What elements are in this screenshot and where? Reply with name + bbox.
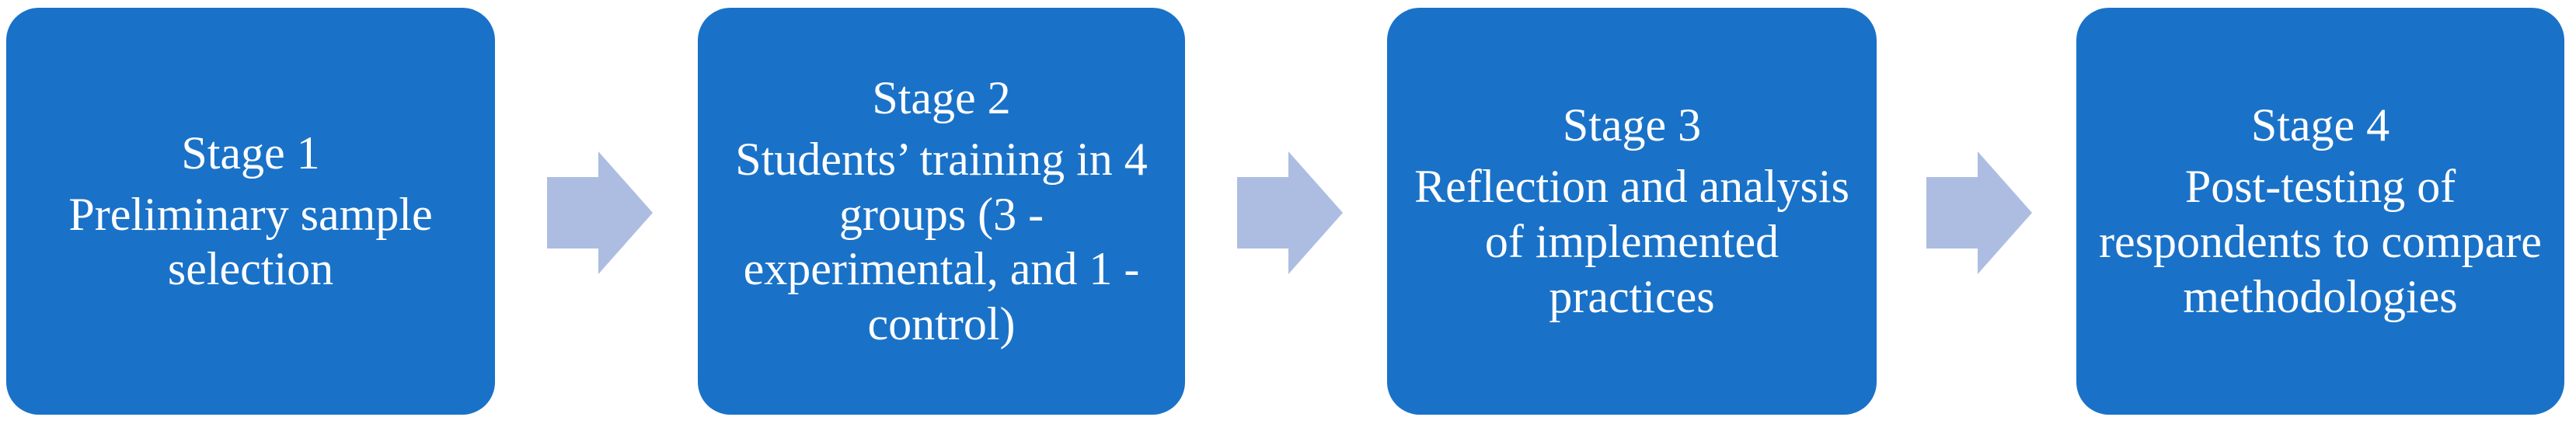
stage-2-description: Students’ training in 4 groups (3 - expe… [735,133,1148,350]
stage-2-title: Stage 2 [872,72,1011,123]
stage-1-title: Stage 1 [181,127,320,179]
stage-box-4[interactable]: Stage 4 Post-testing of respondents to c… [2076,8,2564,415]
stage-box-2[interactable]: Stage 2 Students’ training in 4 groups (… [698,8,1185,415]
right-arrow-icon [1237,151,1343,274]
stage-box-1[interactable]: Stage 1 Preliminary sample selection [6,8,495,415]
stage-3-title: Stage 3 [1562,99,1702,151]
stage-4-description: Post-testing of respondents to compare m… [2099,161,2542,322]
stage-4-title: Stage 4 [2250,99,2390,151]
stage-box-3[interactable]: Stage 3 Reflection and analysis of imple… [1387,8,1877,415]
stage-3-description: Reflection and analysis of implemented p… [1414,161,1849,322]
right-arrow-icon [547,151,653,274]
right-arrow-icon [1926,151,2032,274]
stage-1-description: Preliminary sample selection [68,188,433,295]
